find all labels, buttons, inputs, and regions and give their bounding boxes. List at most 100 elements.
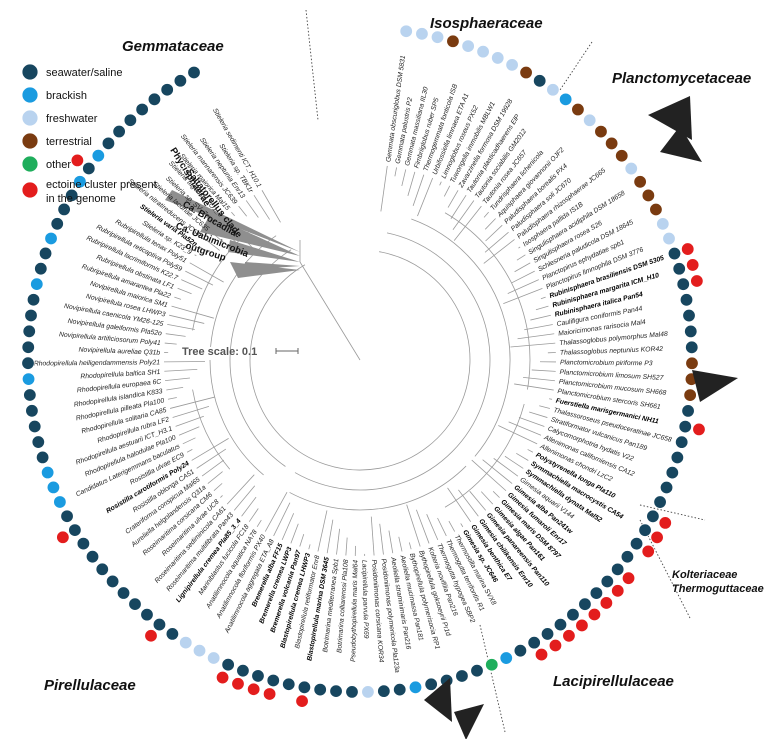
habitat-dot	[553, 617, 568, 632]
legend-swatch-other	[21, 155, 39, 173]
habitat-dot	[236, 663, 250, 678]
habitat-dot	[571, 102, 585, 117]
leaf-branch	[527, 449, 534, 453]
tree-branches	[164, 165, 556, 556]
leaf-branch	[484, 231, 509, 253]
habitat-dot	[160, 83, 174, 97]
habitat-dot	[85, 549, 100, 564]
leaf-branch	[231, 211, 235, 217]
habitat-dot	[38, 246, 53, 261]
habitat-dot	[446, 34, 460, 48]
leaf-branch	[175, 415, 204, 427]
leaf-branch	[447, 190, 459, 208]
leaf-branch	[182, 437, 196, 445]
family-label-isosphaeraceae: Isosphaeraceae	[430, 15, 543, 32]
leaf-label: Rhodopirellula baltica SH1	[80, 369, 161, 381]
leaf-branch	[511, 270, 535, 284]
leaf-branch	[447, 487, 472, 522]
ectoine-dot	[215, 670, 230, 685]
clade-wedge-outgroup	[230, 262, 300, 278]
leaf-branch	[492, 491, 500, 498]
habitat-dot	[470, 664, 484, 678]
leaf-branch	[164, 342, 177, 345]
leaf-branch	[261, 190, 281, 223]
family-label-planctomycetaceae: Planctomycetaceae	[612, 70, 751, 87]
habitat-dot	[91, 148, 106, 163]
habitat-dot	[31, 435, 45, 449]
habitat-dot	[485, 658, 499, 672]
leaf-branch	[226, 474, 255, 505]
leaf-branch	[220, 495, 223, 498]
leaf-branch	[213, 483, 223, 492]
habitat-dot	[24, 308, 38, 323]
leaf-branch	[426, 514, 439, 541]
habitat-dot	[513, 643, 528, 658]
internal-node-arc	[289, 465, 467, 511]
tree-scale-label: Tree scale: 0.1	[182, 346, 257, 358]
habitat-dot	[50, 217, 64, 231]
habitat-dot	[221, 657, 235, 672]
leaf-branch	[248, 508, 259, 522]
leaf-label: Pseudobythopirellula maris Mal64	[350, 560, 359, 662]
ectoine-dot	[650, 530, 664, 545]
habitat-dot	[23, 388, 37, 402]
leaf-branch	[172, 405, 210, 418]
leaf-branch	[483, 211, 489, 218]
habitat-dot	[578, 597, 592, 611]
legend-swatch-brackish	[21, 86, 39, 104]
habitat-dot	[21, 356, 35, 370]
ectoine-dot	[575, 618, 589, 633]
leaf-label: Novipirellula aureliae Q31b	[78, 347, 160, 357]
leaf-branch	[450, 194, 467, 219]
leaf-branch	[317, 510, 328, 552]
habitat-dot	[604, 136, 619, 151]
leaf-branch	[504, 455, 524, 469]
leaf-branch	[460, 523, 464, 528]
legend-label-terrestrial: terrestrial	[46, 136, 92, 148]
habitat-dot	[34, 261, 48, 276]
ectoine-dot	[685, 258, 700, 272]
leaf-branch	[380, 165, 388, 212]
marker-triangle-bremerella	[424, 678, 452, 722]
leaf-branch	[516, 254, 526, 261]
leaf-branch	[480, 491, 494, 505]
habitat-dot	[455, 669, 469, 683]
leaf-branch	[169, 314, 205, 324]
leaf-label: Thalassoglobus neptunius KOR42	[560, 346, 664, 357]
leaf-branch	[336, 528, 341, 555]
leaf-branch	[238, 205, 248, 217]
habitat-dot	[95, 562, 109, 576]
habitat-dot	[679, 293, 694, 307]
leaf-branch	[448, 520, 456, 532]
internal-node-arc	[209, 359, 264, 476]
internal-node-arc	[444, 212, 531, 390]
leaf-branch	[290, 523, 299, 544]
leaf-branch	[394, 167, 397, 177]
habitat-dot	[21, 372, 36, 386]
habitat-dot	[662, 231, 676, 246]
leaf-branch	[345, 537, 348, 556]
habitat-dot	[408, 680, 423, 695]
leaf-branch	[510, 342, 556, 348]
leaf-branch	[186, 449, 193, 453]
leaf-branch	[326, 519, 334, 554]
habitat-dot	[187, 65, 201, 80]
leaf-branch	[498, 425, 538, 445]
habitat-dot	[615, 149, 629, 163]
leaf-branch	[514, 262, 531, 273]
habitat-dot	[685, 340, 699, 355]
habitat-dot	[682, 308, 696, 323]
leaf-branch	[458, 489, 479, 517]
habitat-dot	[540, 627, 555, 641]
habitat-dot	[424, 677, 438, 691]
ectoine-dot	[70, 153, 85, 168]
leaf-branch	[482, 459, 513, 484]
habitat-dot	[140, 607, 154, 622]
ectoine-dot	[621, 571, 636, 585]
habitat-dot	[582, 113, 597, 127]
habitat-dot	[123, 113, 138, 127]
habitat-dot	[665, 465, 680, 480]
leaf-branch	[256, 519, 262, 528]
